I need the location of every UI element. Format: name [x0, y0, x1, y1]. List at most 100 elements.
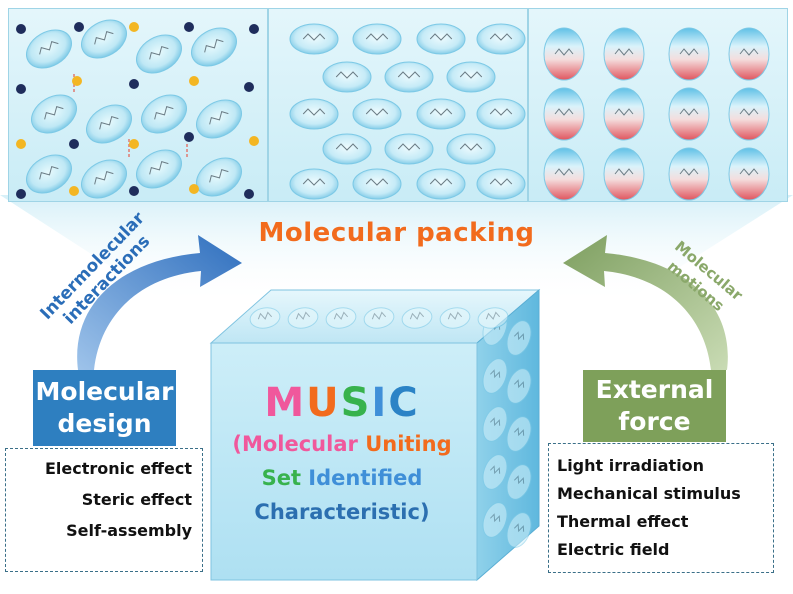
stimulus-mechanical: Mechanical stimulus: [557, 484, 741, 503]
factor-electronic-effect: Electronic effect: [44, 459, 192, 478]
stimulus-thermal-effect: Thermal effect: [557, 512, 689, 531]
molecule-ellipse: [384, 61, 434, 93]
external-force-line1: External: [595, 375, 714, 404]
molecule-ellipse: [196, 99, 242, 139]
polarized-molecule: [728, 27, 770, 81]
molecule-ellipse: [476, 23, 526, 55]
molecule-ellipse: [141, 94, 187, 134]
interaction-dot: [129, 139, 139, 149]
polarized-molecule-illustration: [543, 27, 770, 201]
molecule-ellipse: [289, 168, 339, 200]
cube-molecule: [325, 307, 357, 329]
packing-panel-regular: [268, 8, 528, 202]
interaction-dot: [244, 189, 254, 199]
polarized-molecule: [728, 87, 770, 141]
molecule-ellipse: [196, 157, 242, 197]
molecular-packing-title: Molecular packing: [258, 218, 535, 248]
stimulus-light-irradiation: Light irradiation: [557, 456, 705, 475]
external-force-stimuli-list: Light irradiation Mechanical stimulus Th…: [548, 443, 774, 573]
molecule-ellipse: [476, 168, 526, 200]
music-letter-i: I: [371, 380, 389, 426]
interaction-dot: [184, 132, 194, 142]
interaction-dot: [189, 76, 199, 86]
interaction-dot: [16, 84, 26, 94]
molecule-ellipse: [322, 61, 372, 93]
cube-molecule: [482, 406, 508, 442]
molecule-ellipse: [81, 19, 127, 59]
polarized-molecule: [603, 87, 645, 141]
music-cube: [209, 288, 541, 582]
cube-molecule: [506, 416, 532, 452]
molecule-ellipse: [31, 94, 77, 134]
interaction-dot: [129, 22, 139, 32]
polarized-molecule: [543, 87, 585, 141]
molecule-ellipse: [352, 98, 402, 130]
molecule-network-illustration: [16, 19, 259, 199]
molecule-ellipse: [322, 133, 372, 165]
cube-molecule: [506, 368, 532, 404]
interaction-dot: [249, 136, 259, 146]
music-letter-u: U: [306, 380, 341, 426]
cube-molecule: [506, 320, 532, 356]
music-line-3: Set Identified: [206, 466, 478, 490]
cube-molecule: [287, 307, 319, 329]
molecule-ellipse: [446, 61, 496, 93]
music-letter-c: C: [388, 380, 420, 426]
packing-panel-interactions: [8, 8, 268, 202]
polarized-molecule: [668, 27, 710, 81]
polarized-molecule: [668, 147, 710, 201]
molecular-design-factors-list: Electronic effect Steric effect Self-ass…: [5, 448, 203, 572]
music-uniting: Uniting: [365, 432, 452, 456]
music-letter-s: S: [340, 380, 372, 426]
molecule-ellipse: [136, 34, 182, 74]
polarized-molecule: [543, 27, 585, 81]
music-letter-m: M: [264, 380, 307, 426]
cube-molecule: [439, 307, 471, 329]
music-identified: Identified: [308, 466, 423, 490]
interaction-dot: [16, 24, 26, 34]
molecule-ellipse: [86, 104, 132, 144]
external-force-box: External force: [583, 370, 726, 442]
molecule-ellipse: [289, 98, 339, 130]
interaction-dot: [184, 22, 194, 32]
molecule-ellipse: [352, 168, 402, 200]
external-force-line2: force: [618, 407, 691, 436]
cube-molecule: [506, 512, 532, 548]
music-set: Set: [261, 466, 301, 490]
molecule-ellipse: [289, 23, 339, 55]
molecule-ellipse: [191, 27, 237, 67]
factor-steric-effect: Steric effect: [81, 490, 192, 509]
polarized-molecule: [728, 147, 770, 201]
cube-molecule: [506, 464, 532, 500]
molecule-ellipse: [384, 133, 434, 165]
cube-molecule: [482, 358, 508, 394]
music-text-block: MUSIC (Molecular Uniting Set Identified …: [206, 378, 478, 524]
interaction-dot: [129, 79, 139, 89]
polarized-molecule: [603, 147, 645, 201]
polarized-molecule: [668, 87, 710, 141]
molecule-ellipse: [81, 159, 127, 199]
stimulus-electric-field: Electric field: [557, 540, 670, 559]
cube-molecule: [477, 307, 509, 329]
music-line-4: Characteristic): [254, 500, 430, 524]
packing-panel-polarized: [528, 8, 788, 202]
interaction-dot: [244, 82, 254, 92]
molecule-ellipse: [352, 23, 402, 55]
factor-self-assembly: Self-assembly: [66, 521, 192, 540]
interaction-dot: [74, 22, 84, 32]
molecular-design-line1: Molecular: [35, 377, 174, 406]
interaction-dot: [69, 186, 79, 196]
green-curved-arrow: [563, 235, 728, 370]
polarized-molecule: [603, 27, 645, 81]
interaction-dot: [129, 186, 139, 196]
interaction-dot: [16, 139, 26, 149]
interaction-dot: [16, 189, 26, 199]
interaction-dot: [249, 24, 259, 34]
molecular-design-line2: design: [57, 409, 152, 438]
molecular-design-box: Molecular design: [33, 370, 176, 446]
polarized-molecule: [543, 147, 585, 201]
cube-molecule: [482, 454, 508, 490]
molecule-ellipse: [416, 168, 466, 200]
molecule-ellipse: [416, 98, 466, 130]
interaction-dot: [72, 76, 82, 86]
